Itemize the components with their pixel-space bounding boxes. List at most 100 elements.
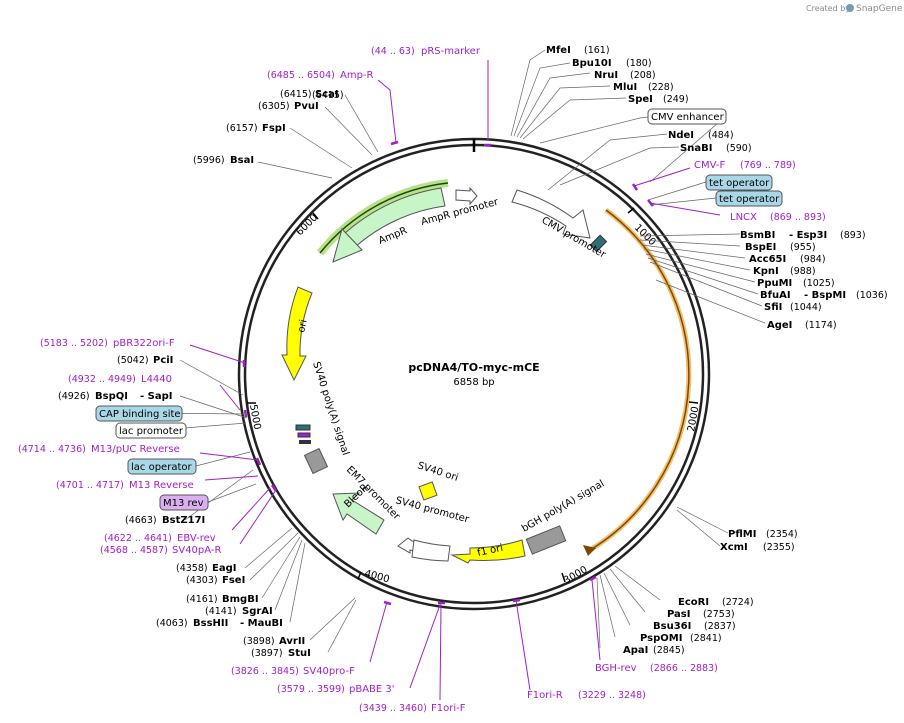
feature-bgh-polya: bGH poly(A) signal: [520, 478, 606, 534]
site-pos: (6415): [312, 90, 344, 101]
site-name: PflMI: [728, 529, 756, 540]
site-pos: (590): [726, 143, 752, 154]
site-name: PasI: [667, 609, 690, 620]
primer-name: EBV-rev: [177, 533, 216, 544]
site-name: ScaI: [315, 89, 339, 100]
primer-name: pBR322ori-F: [113, 338, 175, 349]
feature-f1-ori: f1 ori: [476, 543, 504, 559]
credit-prefix: Created by: [806, 4, 850, 13]
primer-name: SV40pA-R: [172, 545, 221, 556]
tick-marks: 1000 2000 3000 4000 5000 6000: [247, 207, 701, 587]
site-pos: (4141): [205, 606, 237, 617]
site-name: BsmBI: [740, 230, 775, 241]
site-pos: (4161): [186, 594, 218, 605]
site-pos: (4663): [125, 515, 157, 526]
primer-range: (4622 .. 4641): [104, 533, 172, 544]
site-pos: (4063): [156, 618, 188, 629]
primer-range: (5183 .. 5202): [40, 338, 108, 349]
site-pos: (2837): [704, 621, 736, 632]
site-name: EcoRI: [678, 597, 709, 608]
feature-sv40-promoter: SV40 promoter: [394, 495, 471, 525]
primer-name: SV40pro-F: [303, 666, 355, 677]
box-m13-rev: M13 rev: [163, 498, 204, 509]
site-name: SgrAI: [242, 606, 273, 617]
box-cmv-enhancer: CMV enhancer: [651, 112, 725, 123]
primer-range: (3439 .. 3460): [359, 703, 427, 714]
site-pos: (4358): [176, 563, 208, 574]
site-name-2: - MauBI: [240, 618, 283, 629]
site-name: NdeI: [668, 130, 694, 141]
box-tet-operator-1: tet operator: [709, 178, 770, 189]
site-pos: (484): [708, 130, 734, 141]
site-pos: (988): [790, 266, 816, 277]
leader-lines: [149, 49, 766, 653]
site-pos: (3897): [251, 648, 283, 659]
sites-left: (6415): [312, 90, 344, 101]
site-name: BmgBI: [222, 594, 259, 605]
primer-name: F1ori-R: [527, 690, 563, 701]
primer-name: F1ori-F: [431, 703, 466, 714]
primer-range: (4568 .. 4587): [100, 545, 168, 556]
site-name: AvrII: [279, 636, 305, 647]
sites-left-rows: (6415) ScaI (6305) PvuI (6157) FspI (599…: [58, 89, 339, 659]
site-pos: (1025): [803, 278, 835, 289]
site-name: StuI: [288, 648, 311, 659]
box-lac-operator: lac operator: [131, 462, 192, 473]
site-name: FspI: [262, 123, 286, 134]
site-pos: (4303): [186, 575, 218, 586]
cmv-promoter-arrow: [511, 189, 591, 239]
site-name: EagI: [212, 563, 236, 574]
primer-leaders: [189, 60, 721, 701]
primer-range: (44 .. 63): [371, 46, 415, 57]
site-pos: (984): [800, 254, 826, 265]
site-name: BspEI: [745, 242, 776, 253]
site-name: PpuMI: [757, 278, 792, 289]
primer-name: pRS-marker: [421, 46, 481, 57]
site-name: SfiI: [764, 302, 782, 313]
tick-label-2000: 2000: [686, 406, 701, 433]
primer-range: (4932 .. 4949): [68, 374, 136, 385]
site-pos: (1036): [856, 290, 888, 301]
box-cap-binding-site: CAP binding site: [99, 409, 181, 420]
site-name: AgeI: [767, 320, 792, 331]
box-tet-operator-2: tet operator: [719, 194, 780, 205]
box-lac-promoter: lac promoter: [119, 426, 184, 437]
primer-name: CMV-F: [694, 160, 725, 171]
feature-ori: ori: [296, 319, 309, 334]
site-pos: (5042): [117, 355, 149, 366]
site-pos: (3898): [243, 636, 275, 647]
site-name: PciI: [153, 355, 173, 366]
primer-range: (3826 .. 3845): [231, 666, 299, 677]
credit-brand: SnapGene: [856, 4, 903, 14]
site-pos: (2753): [703, 609, 735, 620]
site-name: Bpu10I: [572, 58, 612, 69]
site-pos: (249): [663, 94, 689, 105]
site-pos: (2845): [653, 645, 685, 656]
primer-range: (869 .. 893): [770, 212, 826, 223]
site-name-2: - Esp3I: [789, 230, 827, 241]
site-name: SnaBI: [680, 143, 712, 154]
site-pos: (5996): [193, 155, 225, 166]
sites-right: MfeI (161) Bpu10I (180) NruI (208) MluI …: [546, 45, 888, 656]
site-name: XcmI: [720, 542, 748, 553]
feature-arrows: [281, 186, 608, 564]
tick-label-5000: 5000: [247, 404, 262, 431]
primer-range: (6485 .. 6504): [267, 70, 335, 81]
site-pos: (6415): [280, 89, 312, 100]
site-name-2: - BspMI: [804, 290, 846, 301]
primer-range: (3579 .. 3599): [277, 684, 345, 695]
plasmid-name: pcDNA4/TO-myc-mCE: [408, 361, 539, 374]
site-name: KpnI: [753, 266, 779, 277]
primer-name: BGH-rev: [595, 663, 637, 674]
sv40-promoter-arrow: [411, 539, 451, 562]
primer-range: (769 .. 789): [740, 160, 796, 171]
primer-name: pBABE 3': [349, 684, 395, 695]
f1-ori-arrow: [450, 539, 526, 564]
site-pos: (2354): [766, 529, 798, 540]
feature-sv40-ori: SV40 ori: [416, 460, 459, 483]
site-name: BfuAI: [760, 290, 791, 301]
site-pos: (2841): [690, 633, 722, 644]
tick-label-3000: 3000: [562, 564, 590, 586]
site-pos: (955): [790, 242, 816, 253]
